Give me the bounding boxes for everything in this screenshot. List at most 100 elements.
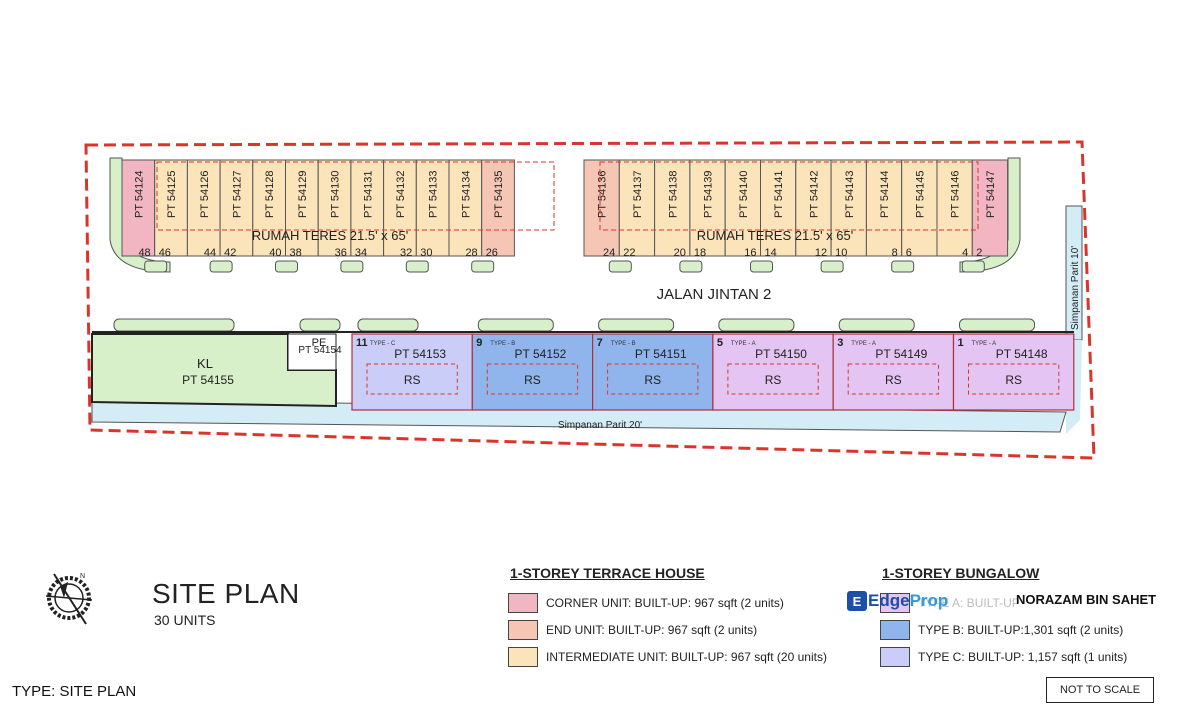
terrace-left-lot [448,159,483,257]
bungalow-rs-label: RS [644,373,661,387]
house-number: 18 [694,247,706,259]
legend-item: INTERMEDIATE UNIT: BUILT-UP: 967 sqft (2… [508,647,827,667]
page-subtitle: 30 UNITS [154,612,216,628]
house-number: 16 [744,247,756,259]
house-number: 40 [269,247,281,259]
front-green-strip [144,260,168,273]
building-line [607,363,699,395]
house-number: 36 [335,247,347,259]
legend-swatch [508,647,538,667]
terrace-right-lot-number: PT 54142 [808,170,820,218]
legend-item: TYPE A: BUILT-UP [880,593,1127,613]
house-number: 20 [674,247,686,259]
bungalow-lot [952,333,1075,411]
bungalow-type-tag: TYPE - A [731,341,756,347]
bungalow-lot-number: PT 54153 [394,347,446,361]
bungalow-lot-number: PT 54151 [635,347,687,361]
bungalow-type-tag: TYPE - C [370,341,396,347]
terrace-right-lot-number: PT 54140 [738,170,750,218]
front-green-strip [209,260,233,273]
legend-terrace: CORNER UNIT: BUILT-UP: 967 sqft (2 units… [508,593,827,667]
terrace-left-lot [317,159,352,257]
terrace-left-lot-number: PT 54130 [330,170,342,218]
bungalow-house-number: 3 [837,337,843,349]
legend-item: TYPE B: BUILT-UP:1,301 sqft (2 units) [880,620,1127,640]
agent-name: NORAZAM BIN SAHET [1016,592,1157,607]
front-green-strip [275,260,298,273]
bungalow-type-tag: TYPE - A [851,341,876,347]
terrace-right-lot [795,159,832,257]
house-number: 6 [906,247,912,259]
terrace-right-lot-number: PT 54145 [914,170,926,218]
terrace-right-lot-number: PT 54144 [879,170,891,218]
page-title: SITE PLAN [152,578,300,609]
terrace-right-lot [689,159,726,257]
house-number: 34 [355,247,367,259]
bungalow-lot [351,333,473,411]
legend-swatch [508,620,538,640]
house-number: 24 [603,247,615,259]
terrace-left-lot-number: PT 54135 [493,170,505,218]
terrace-right-lot-number: PT 54137 [632,170,644,218]
terrace-left-lot [121,159,156,257]
edgeprop-logo-text-1: Edge [868,591,910,610]
terrace-right-lot-number: PT 54136 [597,170,609,218]
green-strip [477,318,554,332]
front-green-strip [608,260,632,273]
terrace-right-lot [583,159,620,257]
bungalow-type-tag: TYPE - B [490,341,515,347]
terrace-left-lot-number: PT 54127 [231,170,243,218]
legend-text: TYPE A: BUILT-UP [918,596,1020,610]
house-number: 22 [623,247,635,259]
house-number: 38 [290,247,302,259]
bungalow-lot-number: PT 54152 [515,347,567,361]
terrace-right-lot [901,159,938,257]
svg-text:E: E [853,594,862,609]
legend-swatch [880,647,910,667]
house-number: 2 [976,247,982,259]
building-line [968,363,1060,395]
terrace-left-lot [415,159,450,257]
green-strip [959,318,1035,332]
terrace-left-lot [383,159,417,257]
terrace-right-lot-number: PT 54146 [950,170,962,218]
green-strip [357,318,419,332]
terrace-right-lot-number: PT 54139 [703,170,715,218]
legend-text: TYPE B: BUILT-UP:1,301 sqft (2 units) [918,623,1124,637]
legend-swatch [880,593,910,613]
kl-lot-number: PT 54155 [182,373,234,387]
bungalow-type-tag: TYPE - A [972,341,997,347]
bungalow-lot [832,333,955,411]
house-number: 12 [815,247,827,259]
bungalow-lot [712,333,834,411]
house-number: 46 [159,247,171,259]
house-number: 42 [224,247,236,259]
terrace-left-lot-number: PT 54128 [264,170,276,218]
building-line [847,363,940,395]
pe-lot [287,333,337,371]
reserve-label-bottom: Simpanan Parit 20' [558,420,642,431]
pe-lot-number: PT 54154 [298,345,342,356]
building-line [366,363,458,395]
house-number: 30 [420,247,432,259]
front-green-strip [961,260,985,273]
terrace-left-lot [154,159,188,257]
edgeprop-logo-icon: E [847,591,867,611]
terrace-left-lot-number: PT 54132 [395,170,407,218]
terrace-right-lot [654,159,691,257]
front-green-strip [891,260,915,273]
legend-text: TYPE C: BUILT-UP: 1,157 sqft (1 units) [918,650,1128,664]
legend-item: END UNIT: BUILT-UP: 967 sqft (2 units) [508,620,827,640]
terrace-right-lot [760,159,797,257]
terrace-left-lot-number: PT 54125 [166,170,178,218]
type-label: TYPE: SITE PLAN [12,683,137,700]
legend-terrace-heading: 1-STOREY TERRACE HOUSE [510,565,705,581]
house-number: 48 [138,247,150,259]
house-number: 32 [400,247,412,259]
terrace-left-lot-number: PT 54129 [297,170,309,218]
terrace-right-lot-number: PT 54138 [667,170,679,218]
legend-bungalow: TYPE A: BUILT-UP TYPE B: BUILT-UP:1,301 … [880,593,1127,667]
legend-swatch [508,593,538,613]
